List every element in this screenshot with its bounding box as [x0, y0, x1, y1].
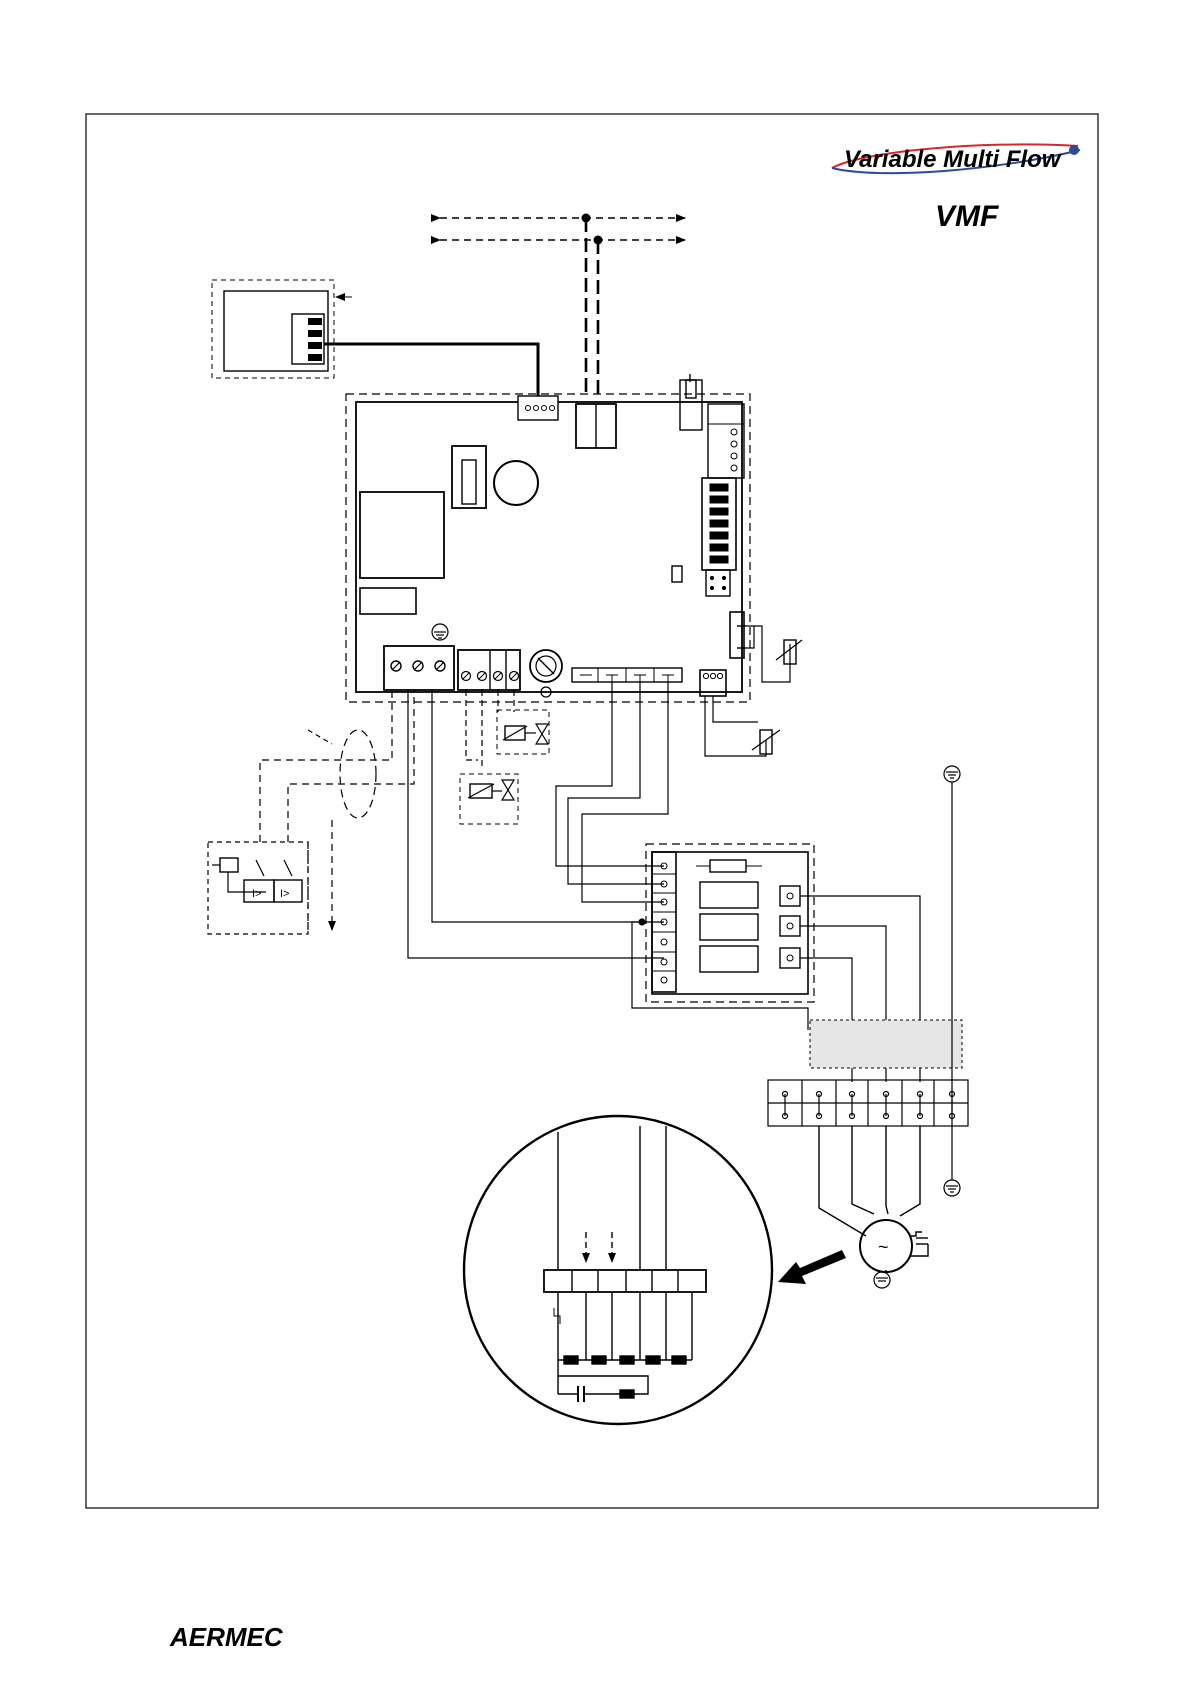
valves	[460, 690, 549, 824]
vmf-logo: Variable Multi Flow VMF	[832, 144, 1080, 233]
logo-vmf: VMF	[935, 200, 999, 233]
svg-text:I>: I>	[280, 888, 289, 900]
logo-eye-icon	[1069, 145, 1079, 155]
svg-text:~: ~	[878, 1237, 889, 1257]
page-frame	[86, 114, 1098, 1508]
terminal-strip	[768, 782, 968, 1180]
optional-block	[810, 1020, 962, 1068]
speed-board	[646, 844, 814, 1002]
footer-brand: AERMEC	[169, 1622, 284, 1652]
motor-detail	[464, 1116, 772, 1424]
remote-panel	[212, 280, 538, 396]
ground-icon-bottom	[944, 1180, 960, 1196]
fan-motor: ~	[819, 1126, 928, 1288]
ground-icon-top	[944, 766, 960, 782]
external-switch: I> I>	[208, 690, 414, 934]
detail-arrow-icon	[778, 1250, 846, 1284]
ntc-probes	[705, 626, 802, 756]
svg-text:I>: I>	[252, 888, 261, 900]
bus-lines	[440, 214, 685, 396]
control-board	[346, 374, 750, 702]
logo-title: Variable Multi Flow	[844, 146, 1062, 173]
